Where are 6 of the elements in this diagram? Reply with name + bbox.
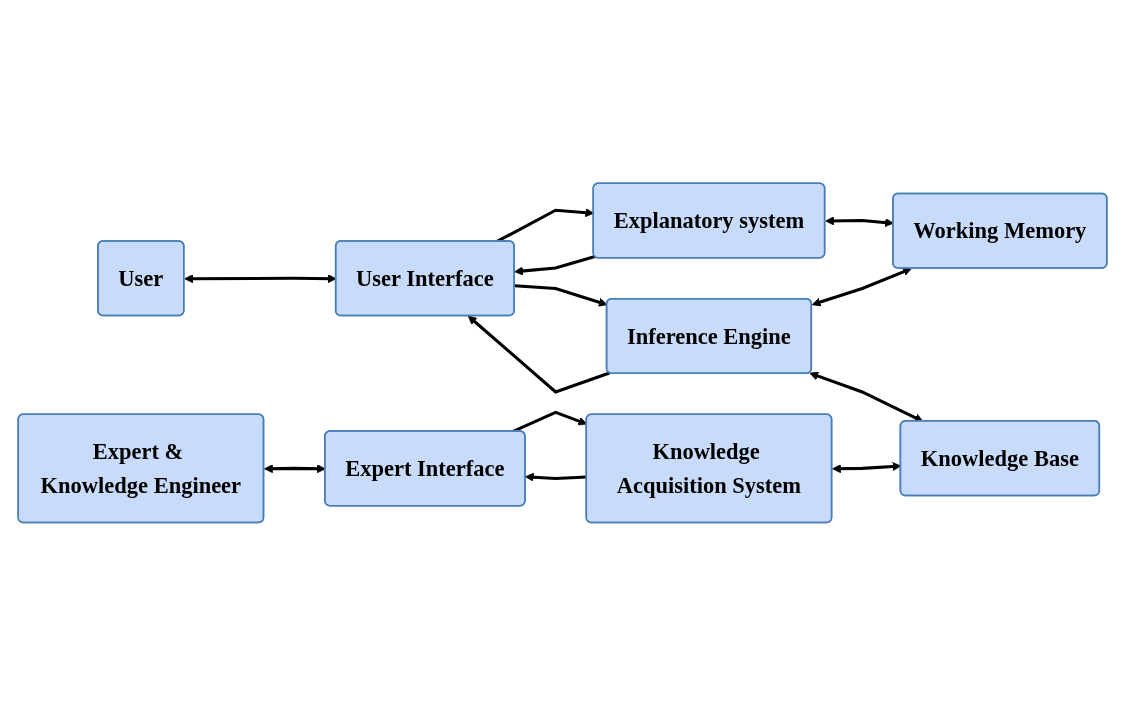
arrow bbox=[467, 315, 610, 394]
arrow bbox=[514, 283, 608, 307]
arrow bbox=[514, 254, 596, 276]
arrow bbox=[525, 472, 587, 482]
arrow bbox=[811, 267, 912, 307]
arrow bbox=[809, 371, 924, 422]
